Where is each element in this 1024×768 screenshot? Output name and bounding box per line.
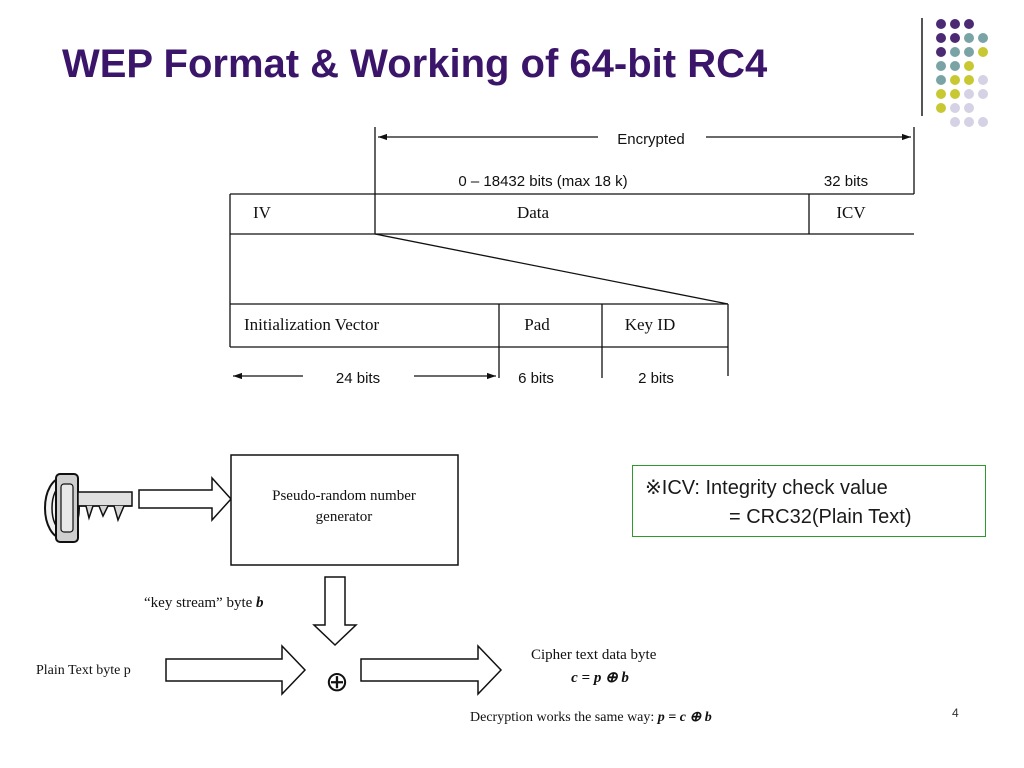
key-icon <box>44 473 133 543</box>
wep-frame-labels: Encrypted 0 – 18432 bits (max 18 k) 32 b… <box>244 131 868 387</box>
data-size-label: 0 – 18432 bits (max 18 k) <box>458 173 627 190</box>
keystream-text: “key stream” byte <box>144 595 256 611</box>
icv-size-label: 32 bits <box>824 173 868 190</box>
keystream-variable: b <box>256 595 264 611</box>
key-id-size-label: 2 bits <box>638 370 674 387</box>
dot-grid-decoration <box>936 19 988 127</box>
keystream-arrow <box>312 576 358 647</box>
page-number: 4 <box>952 706 959 720</box>
prng-box <box>230 454 459 566</box>
key-id-field-label: Key ID <box>625 315 676 334</box>
decryption-equation: p = c ⊕ b <box>657 710 712 725</box>
cipher-equation: c = p ⊕ b <box>571 670 629 686</box>
data-field-label: Data <box>517 203 550 222</box>
encrypted-label: Encrypted <box>617 131 685 148</box>
plaintext-label: Plain Text byte p <box>36 663 131 678</box>
plaintext-arrow <box>165 644 307 696</box>
icv-note-box: ※ICV: Integrity check value = CRC32(Plai… <box>632 465 986 537</box>
iv-size-label: 24 bits <box>336 370 380 387</box>
iv-field-label: IV <box>253 203 272 222</box>
rc4-diagram <box>138 454 503 696</box>
xor-symbol: ⊕ <box>325 667 348 698</box>
keystream-label: “key stream” byte b <box>144 595 264 611</box>
decryption-text: Decryption works the same way: <box>470 710 658 725</box>
init-vector-field-label: Initialization Vector <box>244 315 380 334</box>
prng-label-line2: generator <box>316 509 373 525</box>
zoom-diagonal-line <box>374 233 729 305</box>
wep-frame-diagram <box>229 127 915 380</box>
cipher-label: Cipher text data byte <box>531 647 657 663</box>
pad-size-label: 6 bits <box>518 370 554 387</box>
icv-note-line2: = CRC32(Plain Text) <box>729 506 912 528</box>
rc4-labels: Pseudo-random number generator “key stre… <box>36 488 712 725</box>
decryption-note: Decryption works the same way: p = c ⊕ b <box>470 710 712 725</box>
slide-title: WEP Format & Working of 64-bit RC4 <box>62 42 768 86</box>
key-to-prng-arrow <box>138 476 233 522</box>
pad-field-label: Pad <box>524 315 550 334</box>
prng-label-line1: Pseudo-random number <box>272 488 416 504</box>
icv-field-label: ICV <box>836 203 866 222</box>
icv-note-line1: ※ICV: Integrity check value <box>645 477 888 499</box>
title-divider <box>921 18 923 116</box>
ciphertext-arrow <box>360 644 503 696</box>
